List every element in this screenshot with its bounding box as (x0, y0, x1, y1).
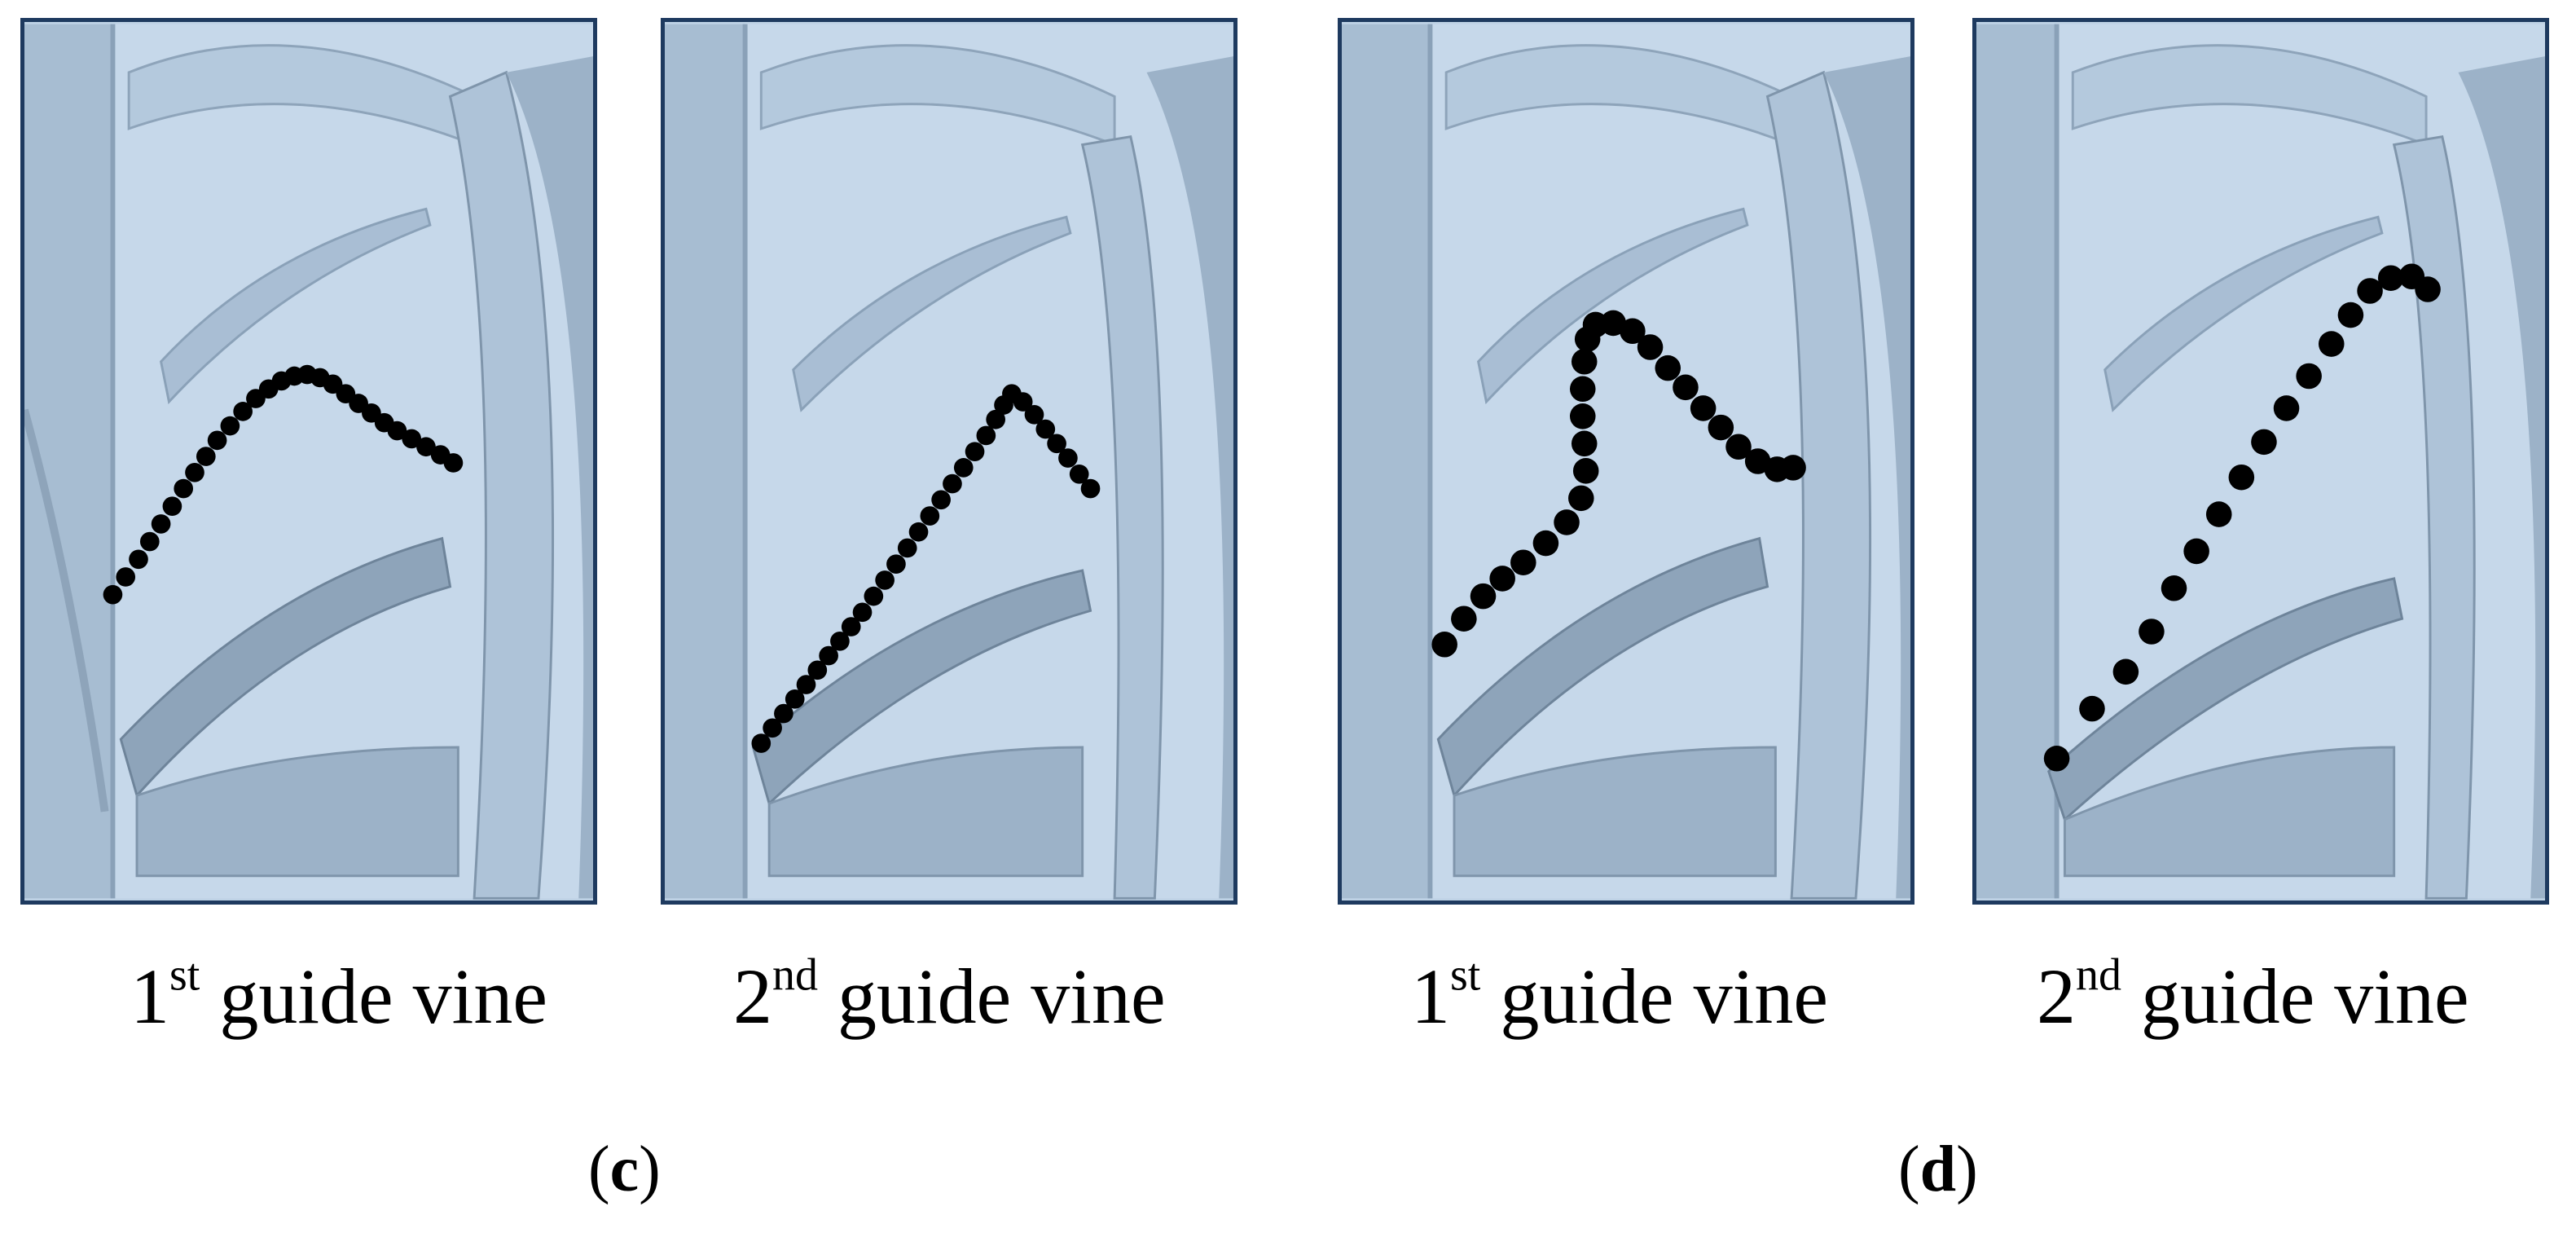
caption-c-first-guide-vine: 1st guide vine (130, 953, 547, 1036)
label-open-paren: ( (1898, 1134, 1920, 1205)
render-panel-c-second-guide-vine (661, 18, 1237, 905)
caption-number: 1 (130, 953, 169, 1040)
label-letter: c (609, 1134, 640, 1205)
turbine-render-d1 (1342, 24, 1910, 900)
caption-d-first-guide-vine: 1st guide vine (1411, 953, 1828, 1036)
caption-number: 2 (733, 953, 772, 1040)
subfigure-label-d: (d) (1898, 1137, 1978, 1202)
caption-number: 2 (2037, 953, 2076, 1040)
caption-number: 1 (1411, 953, 1450, 1040)
render-panel-c-first-guide-vine (20, 18, 597, 905)
trajectory-dots-d2 (2043, 263, 2441, 772)
trajectory-dots-c2 (751, 384, 1101, 753)
turbine-render-d2 (1976, 24, 2545, 900)
caption-c-second-guide-vine: 2nd guide vine (733, 953, 1166, 1036)
label-letter: d (1919, 1134, 1957, 1205)
caption-text: guide vine (1480, 953, 1828, 1040)
label-close-paren: ) (1956, 1134, 1978, 1205)
caption-ordinal-suffix: st (169, 949, 200, 1001)
trajectory-dots-c1 (103, 364, 464, 605)
caption-text: guide vine (2121, 953, 2469, 1040)
caption-d-second-guide-vine: 2nd guide vine (2037, 953, 2469, 1036)
caption-text: guide vine (200, 953, 547, 1040)
caption-ordinal-suffix: st (1450, 949, 1481, 1001)
turbine-render-c1 (24, 24, 593, 900)
subfigure-label-c: (c) (588, 1137, 661, 1202)
render-panel-d-second-guide-vine (1972, 18, 2549, 905)
trajectory-dots-d1 (1431, 310, 1806, 658)
caption-ordinal-suffix: nd (2076, 949, 2121, 1001)
label-open-paren: ( (588, 1134, 610, 1205)
label-close-paren: ) (639, 1134, 661, 1205)
caption-ordinal-suffix: nd (772, 949, 818, 1001)
turbine-render-c2 (665, 24, 1233, 900)
render-panel-d-first-guide-vine (1338, 18, 1914, 905)
caption-text: guide vine (818, 953, 1166, 1040)
